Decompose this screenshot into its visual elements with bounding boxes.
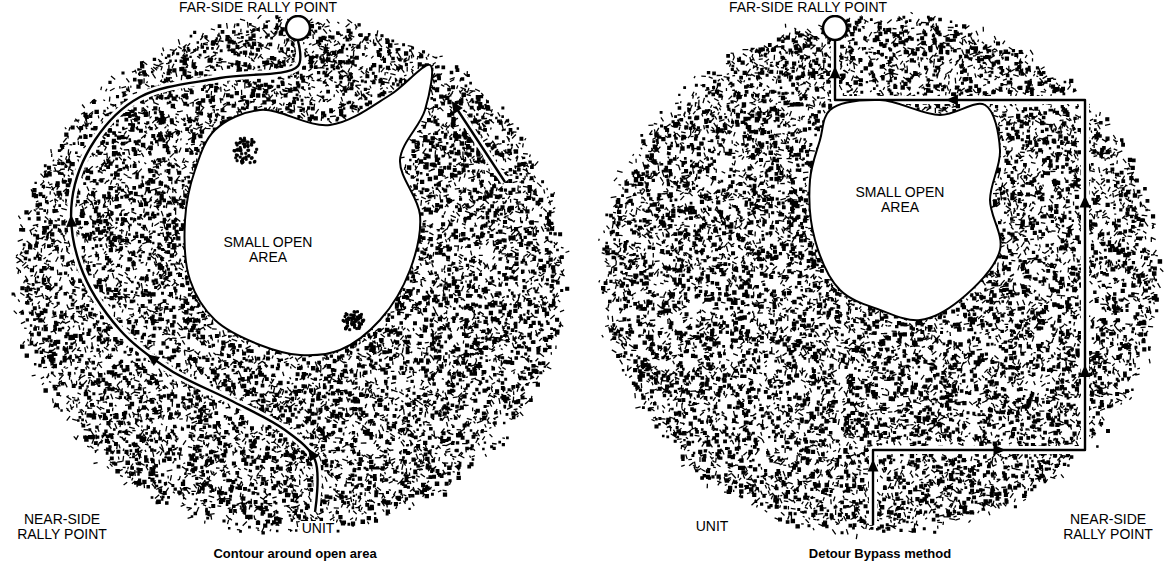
arrowhead xyxy=(868,459,879,471)
unit-label: UNIT xyxy=(300,521,337,536)
rally-point-label: NEAR-SIDE RALLY POINT xyxy=(4,512,120,542)
rally-point-symbol xyxy=(283,13,313,43)
arrowhead xyxy=(946,95,958,106)
arrowhead xyxy=(1080,365,1091,377)
vegetation xyxy=(12,15,569,534)
contour-route xyxy=(455,106,505,182)
bush xyxy=(233,137,258,164)
panel-caption: Contour around open area xyxy=(211,546,378,561)
rally-point-symbol xyxy=(820,13,850,43)
arrowhead xyxy=(993,445,1005,456)
arrowhead xyxy=(304,445,320,461)
area-label: SMALL OPEN AREA xyxy=(844,185,956,215)
rally-point-heading: FAR-SIDE RALLY POINT xyxy=(726,0,890,15)
arrowhead xyxy=(144,350,160,366)
arrowhead xyxy=(447,98,463,114)
bush xyxy=(342,311,365,331)
open-area: SMALL OPEN AREA xyxy=(177,57,438,363)
open-area: SMALL OPEN AREA xyxy=(802,92,1008,328)
rally-point-circle: FAR-SIDE RALLY POINT xyxy=(176,0,340,43)
rally-point-label: NEAR-SIDE RALLY POINT xyxy=(1050,512,1166,542)
arrowhead xyxy=(830,66,841,78)
vegetation xyxy=(599,12,1164,539)
arrowhead xyxy=(1080,196,1091,208)
unit-label: UNIT xyxy=(694,519,731,534)
rally-point-circle: FAR-SIDE RALLY POINT xyxy=(726,0,890,43)
arrowhead xyxy=(65,215,77,228)
open-area-outline xyxy=(177,57,438,363)
panel-caption: Detour Bypass method xyxy=(807,546,953,561)
rally-point-heading: FAR-SIDE RALLY POINT xyxy=(176,0,340,15)
contour-route-casing xyxy=(455,106,505,182)
area-label: SMALL OPEN AREA xyxy=(212,235,324,265)
